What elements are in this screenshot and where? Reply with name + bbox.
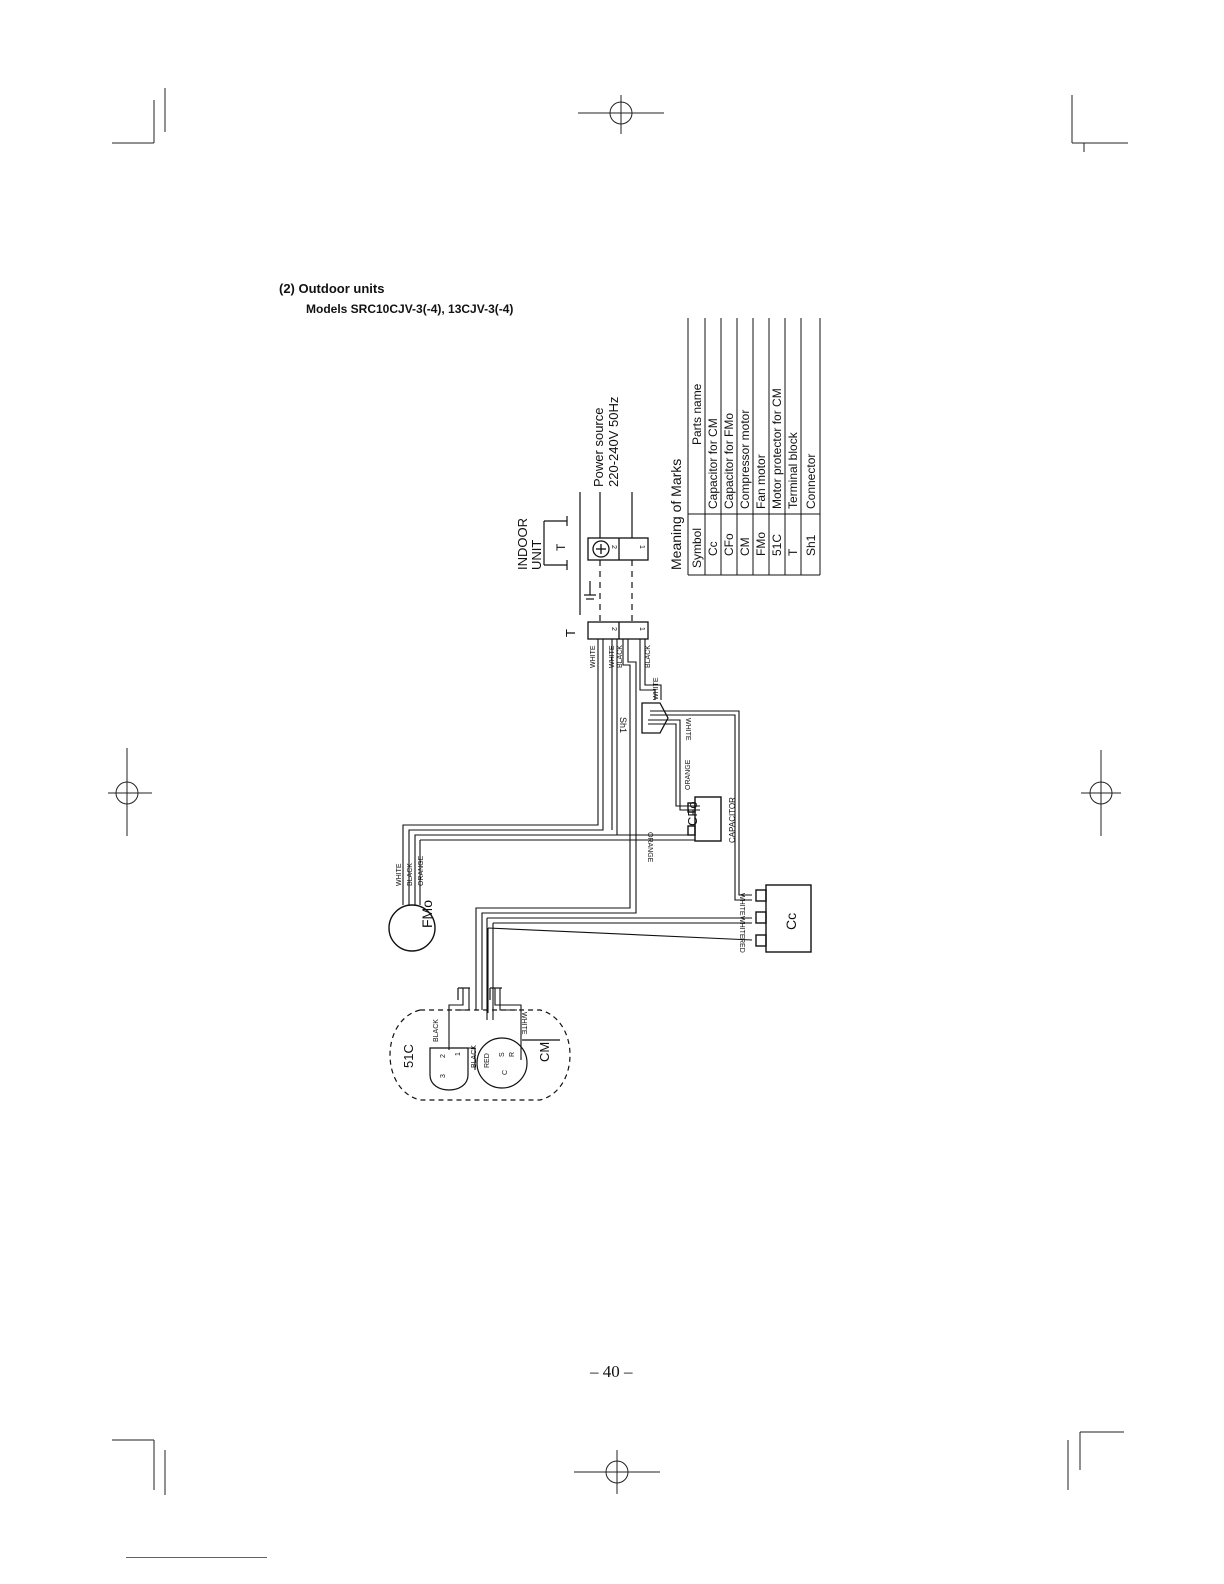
registration-marks [108, 95, 1121, 1494]
sh1-label: Sh1 [618, 717, 628, 733]
wire-label-white-3: WHITE [653, 677, 660, 700]
wire-label-orange-2: ORANGE [646, 832, 653, 863]
pin-r: R [509, 1052, 516, 1057]
compressor-enclosure [389, 987, 571, 1101]
outdoor-terminal-1: 1 [638, 627, 645, 631]
wire-label-white-4: WHITE [684, 718, 691, 741]
cc-wire-red: RED [738, 938, 745, 953]
legend-row-symbol: Cc [706, 541, 720, 556]
pin-s: S [499, 1052, 506, 1057]
legend-row-symbol: CM [738, 537, 752, 556]
power-source-voltage: 220-240V 50Hz [606, 397, 621, 487]
models-title: Models SRC10CJV-3(-4), 13CJV-3(-4) [306, 302, 514, 316]
cfo-label: CFo [685, 801, 700, 826]
cm-wire-black-2: BLACK [471, 1045, 478, 1068]
section-title: (2) Outdoor units [279, 281, 385, 296]
wire-bundle [402, 639, 753, 1070]
cm-wire-white: WHITE [520, 1012, 527, 1035]
cc-wire-white-2: WHITE [738, 916, 745, 939]
indoor-unit-label-1: INDOOR [515, 518, 530, 570]
legend-row-parts: Terminal block [786, 431, 800, 509]
legend-table: Meaning of Marks Symbol Parts name Cc Ca… [668, 318, 821, 576]
indoor-terminal-block [587, 537, 649, 561]
wire-label-white-2: WHITE [609, 645, 616, 668]
wire-label-black-1: BLACK [617, 645, 624, 668]
compressor-label: CM [537, 1042, 552, 1062]
power-source-label: Power source [591, 408, 606, 487]
page-number: – 40 – [590, 1362, 633, 1381]
indoor-terminal-1: 1 [638, 545, 645, 549]
wire-label-orange-1: ORANGE [685, 759, 692, 790]
legend-row-symbol: CFo [722, 533, 736, 556]
legend-row-parts: Connector [804, 454, 818, 509]
fm-wire-white: WHITE [396, 863, 403, 886]
cfo-capacitor-text: CAPACITOR [728, 797, 737, 843]
pin-c: C [502, 1070, 509, 1075]
indoor-terminal-2: 2 [610, 545, 617, 549]
pin-1: 1 [455, 1052, 462, 1056]
cc-label: Cc [783, 913, 799, 930]
bottom-rule [126, 1557, 267, 1558]
legend-row-symbol: FMo [754, 532, 768, 556]
legend-row-symbol: Sh1 [804, 534, 818, 556]
sh1-connector [641, 702, 669, 734]
legend-header-symbol: Symbol [690, 528, 704, 568]
fm-wire-black: BLACK [407, 863, 414, 886]
legend-row-parts: Capacitor for CM [706, 418, 720, 509]
wire-label-white-1: WHITE [590, 645, 597, 668]
cm-wire-red: RED [484, 1053, 491, 1068]
fan-motor [388, 904, 436, 952]
wire-label-black-2: BLACK [645, 645, 652, 668]
indoor-block-label: T [554, 543, 568, 551]
cc-wire-white-1: WHITE [738, 893, 745, 916]
legend-row-parts: Compressor motor [738, 410, 752, 509]
indoor-unit-label-2: UNIT [529, 540, 544, 570]
outdoor-terminal-block [587, 621, 649, 640]
legend-title: Meaning of Marks [668, 459, 684, 570]
legend-row-symbol: 51C [770, 534, 784, 556]
pin-2: 2 [440, 1054, 447, 1058]
fm-wire-orange: ORANGE [418, 855, 425, 886]
legend-row-parts: Capacitor for FMo [722, 413, 736, 509]
cc-capacitor [755, 884, 812, 953]
outdoor-terminal-2: 2 [610, 627, 617, 631]
crop-marks [112, 88, 1128, 1495]
outdoor-block-label: T [563, 629, 578, 637]
fmo-label: FMo [419, 900, 435, 928]
pin-3: 3 [440, 1074, 447, 1078]
protector-label: 51C [401, 1044, 416, 1068]
legend-row-parts: Motor protector for CM [770, 388, 784, 509]
cfo-capacitor [687, 796, 722, 842]
cm-wire-black-1: BLACK [433, 1019, 440, 1042]
legend-row-symbol: T [786, 548, 800, 556]
legend-row-parts: Fan motor [754, 454, 768, 509]
legend-header-parts: Parts name [690, 383, 704, 445]
